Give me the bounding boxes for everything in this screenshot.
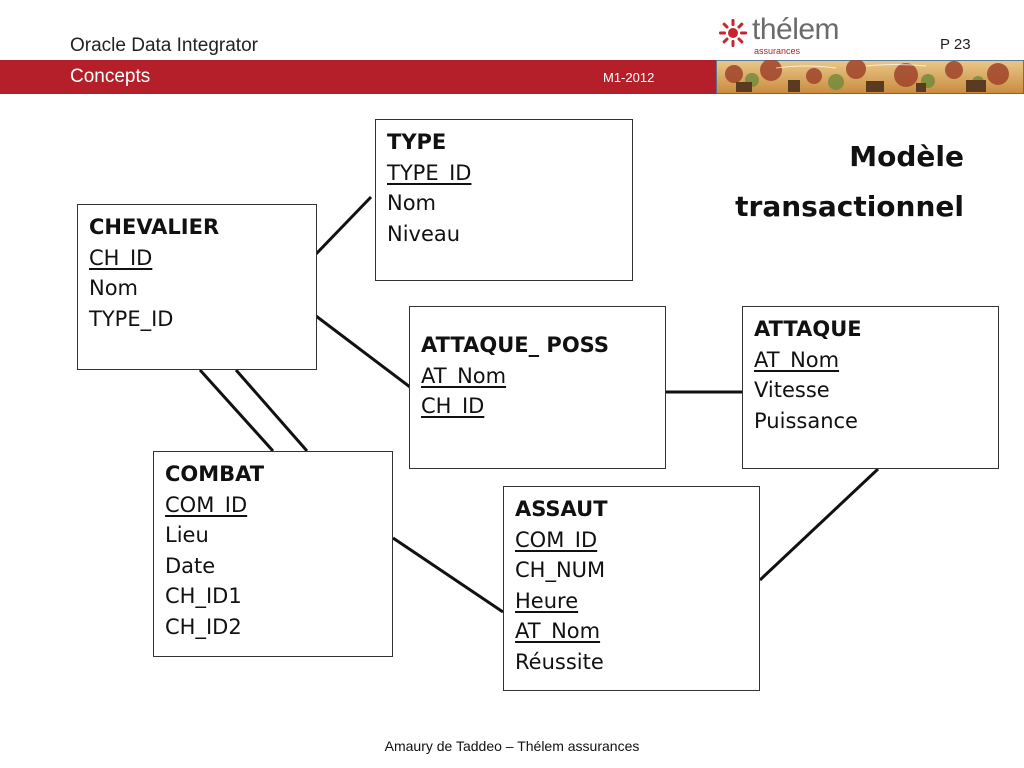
entity-attribute: AT_Nom xyxy=(754,347,840,372)
entity-attribute: TYPE_ID xyxy=(89,306,174,331)
link-combat-assaut xyxy=(392,536,504,614)
link-attaque-assaut xyxy=(758,467,880,582)
logo-name: thélem xyxy=(752,13,840,46)
entity-attribute: Niveau xyxy=(387,221,461,246)
entity-attribute: Lieu xyxy=(165,523,209,547)
entity-attribute: Heure xyxy=(515,588,579,613)
decorative-banner-image xyxy=(716,60,1024,94)
logo-subtitle: assurances xyxy=(754,46,801,56)
entity-assaut: ASSAUT COM_ID CH_NUM Heure AT_Nom Réussi… xyxy=(503,486,760,691)
link-chevalier-attaque-poss xyxy=(315,314,411,389)
heading-line-2: transactionnel xyxy=(735,190,964,223)
entity-attribute: CH_ID1 xyxy=(165,584,242,608)
page-number: P 23 xyxy=(940,36,971,53)
entity-name: ATTAQUE xyxy=(754,317,862,341)
sun-logo-icon xyxy=(719,19,747,47)
course-code: M1-2012 xyxy=(603,70,655,85)
entity-name: COMBAT xyxy=(165,462,265,486)
entity-attribute: Puissance xyxy=(754,408,858,433)
entity-name: TYPE xyxy=(387,130,447,154)
link-chevalier-type xyxy=(314,195,373,256)
entity-attribute: Vitesse xyxy=(754,378,830,402)
entity-attribute: CH_ID xyxy=(89,245,153,270)
entity-attribute: COM_ID xyxy=(165,492,248,517)
entity-name: ASSAUT xyxy=(515,497,608,521)
entity-attribute: CH_NUM xyxy=(515,558,606,582)
entity-attribute: Nom xyxy=(89,276,139,300)
entity-attaque-poss: ATTAQUE_ POSS AT_Nom CH_ID xyxy=(409,306,666,469)
section-title: Concepts xyxy=(70,66,151,87)
link-chevalier-combat-2 xyxy=(234,369,309,452)
footer-text: Amaury de Taddeo – Thélem assurances xyxy=(384,738,640,754)
entity-attribute: Réussite xyxy=(515,649,604,674)
entity-attribute: COM_ID xyxy=(515,527,598,552)
entity-attribute: Date xyxy=(165,553,216,578)
entity-chevalier: CHEVALIER CH_ID Nom TYPE_ID xyxy=(77,204,317,370)
entity-attribute: CH_ID2 xyxy=(165,614,242,639)
heading-line-1: Modèle xyxy=(849,140,964,173)
app-title: Oracle Data Integrator xyxy=(70,35,258,56)
entity-name: CHEVALIER xyxy=(89,215,220,239)
entity-attribute: TYPE_ID xyxy=(387,160,472,185)
link-chevalier-combat-1 xyxy=(198,368,275,453)
entity-attribute: AT_Nom xyxy=(515,619,601,643)
slide-heading: Modèle transactionnel xyxy=(644,132,964,232)
entity-attribute: Nom xyxy=(387,191,437,215)
entity-combat: COMBAT COM_ID Lieu Date CH_ID1 CH_ID2 xyxy=(153,451,393,657)
entity-attribute: AT_Nom xyxy=(421,363,507,388)
entity-name: ATTAQUE_ POSS xyxy=(421,333,609,357)
entity-attribute: CH_ID xyxy=(421,394,485,418)
thelem-logo: thélem assurances xyxy=(718,13,840,58)
entity-attaque: ATTAQUE AT_Nom Vitesse Puissance xyxy=(742,306,999,469)
entity-type: TYPE TYPE_ID Nom Niveau xyxy=(375,119,633,281)
